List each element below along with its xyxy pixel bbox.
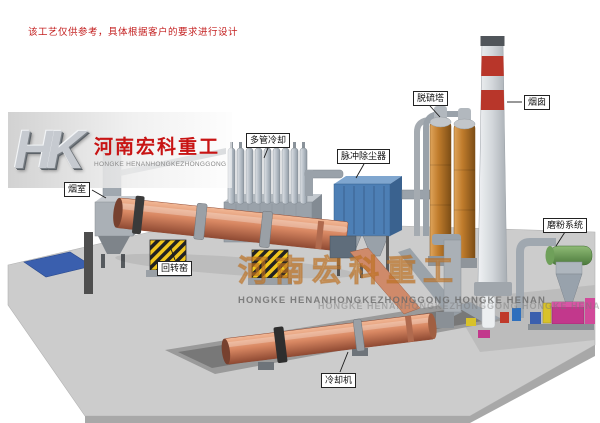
logo-text-block: 河南宏科重工 HONGKE HENANHONGKEZHONGGONG <box>94 132 226 168</box>
cooling-machine-graphic <box>221 312 454 370</box>
chimney-graphic <box>474 36 512 296</box>
label-grinding-system: 磨粉系统 <box>543 218 588 234</box>
label-desulfurization-tower: 脱硫塔 <box>413 91 449 107</box>
brand-logo: HK 河南宏科重工 HONGKE HENANHONGKEZHONGGONG <box>8 112 232 188</box>
grinding-system-graphic <box>516 238 595 330</box>
label-smoke-chamber: 烟室 <box>64 182 91 198</box>
disclaimer-text: 该工艺仅供参考，具体根据客户的要求进行设计 <box>28 27 239 38</box>
cooler-to-collector-duct <box>304 169 344 196</box>
logo-brand-en: HONGKE HENANHONGKEZHONGGONG <box>94 161 227 168</box>
logo-hk-monogram: HK <box>14 120 85 180</box>
label-multi-tube-cooler: 多管冷却 <box>246 133 291 149</box>
connecting-ducts <box>329 234 462 318</box>
desulfurization-towers-graphic <box>414 106 477 268</box>
logo-brand-cn: 河南宏科重工 <box>94 137 221 158</box>
label-rotary-kiln: 回转窑 <box>157 261 193 277</box>
label-cooling-machine: 冷却机 <box>321 373 357 389</box>
ground-platform <box>7 225 596 423</box>
leader-lines <box>91 101 566 373</box>
chimney-base-equipment <box>455 295 521 338</box>
label-pulse-dust-collector: 脉冲除尘器 <box>337 149 391 165</box>
label-chimney: 烟囱 <box>524 95 551 111</box>
